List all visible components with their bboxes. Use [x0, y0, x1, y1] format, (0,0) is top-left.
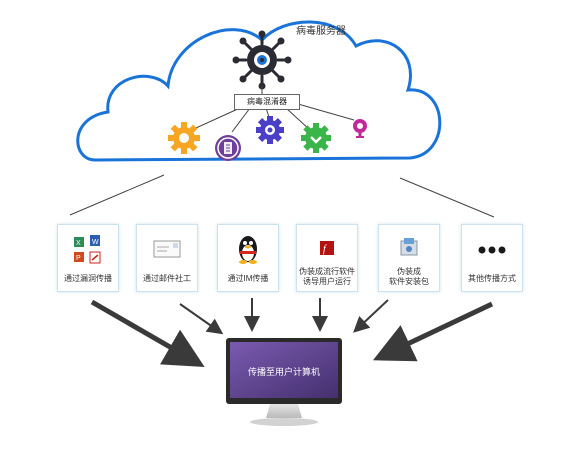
pink-node-icon	[353, 119, 367, 138]
ellipsis-icon	[478, 246, 506, 254]
mixer-fanout-lines	[195, 103, 355, 133]
svg-text:f: f	[323, 244, 327, 255]
svg-text:X: X	[76, 240, 81, 247]
server-cloud	[76, 20, 442, 162]
arrow-vuln	[90, 299, 205, 367]
server-title: 病毒服务器	[296, 26, 346, 37]
monitor-icon	[226, 338, 342, 426]
envelope-icon	[153, 240, 181, 258]
arrow-other	[372, 301, 494, 362]
svg-text:P: P	[76, 255, 81, 262]
connector-right	[399, 177, 495, 218]
vector-card-fake-installer: 伪装成 软件安装包	[378, 224, 440, 292]
orange-gear-icon	[168, 122, 200, 154]
vector-label: 通过IM传播	[227, 274, 269, 283]
purple-badge-icon	[215, 135, 241, 161]
vector-card-vulnerability: X W P 通过漏洞传播	[57, 224, 119, 292]
installer-package-icon	[400, 238, 418, 256]
monitor-label: 传播至用户计算机	[247, 367, 320, 377]
vector-label: 伪装成 软件安装包	[389, 267, 429, 286]
propagation-arrows	[90, 298, 494, 367]
flash-icon: f	[320, 241, 334, 255]
blue-gear-icon	[256, 116, 284, 144]
office-files-icon: X W P	[74, 235, 101, 264]
vector-card-fake-popular: f 伪装成流行软件 诱导用户运行	[296, 224, 358, 292]
virus-mixer-box: 病毒混淆器	[234, 94, 300, 110]
virus-icon	[232, 30, 292, 90]
qq-penguin-icon	[239, 236, 257, 264]
vector-label: 其他传播方式	[468, 274, 516, 283]
vector-card-email: 通过邮件社工	[136, 224, 198, 292]
vector-label: 通过漏洞传播	[64, 274, 112, 283]
connector-left	[69, 174, 165, 216]
arrow-email	[179, 303, 224, 335]
vector-card-other: 其他传播方式	[461, 224, 523, 292]
vector-label: 通过邮件社工	[143, 274, 191, 283]
vector-card-im: 通过IM传播	[217, 224, 279, 292]
green-gear-icon	[301, 123, 331, 153]
svg-text:W: W	[92, 239, 99, 246]
arrow-package	[353, 299, 389, 333]
vector-label: 伪装成流行软件 诱导用户运行	[299, 267, 355, 286]
